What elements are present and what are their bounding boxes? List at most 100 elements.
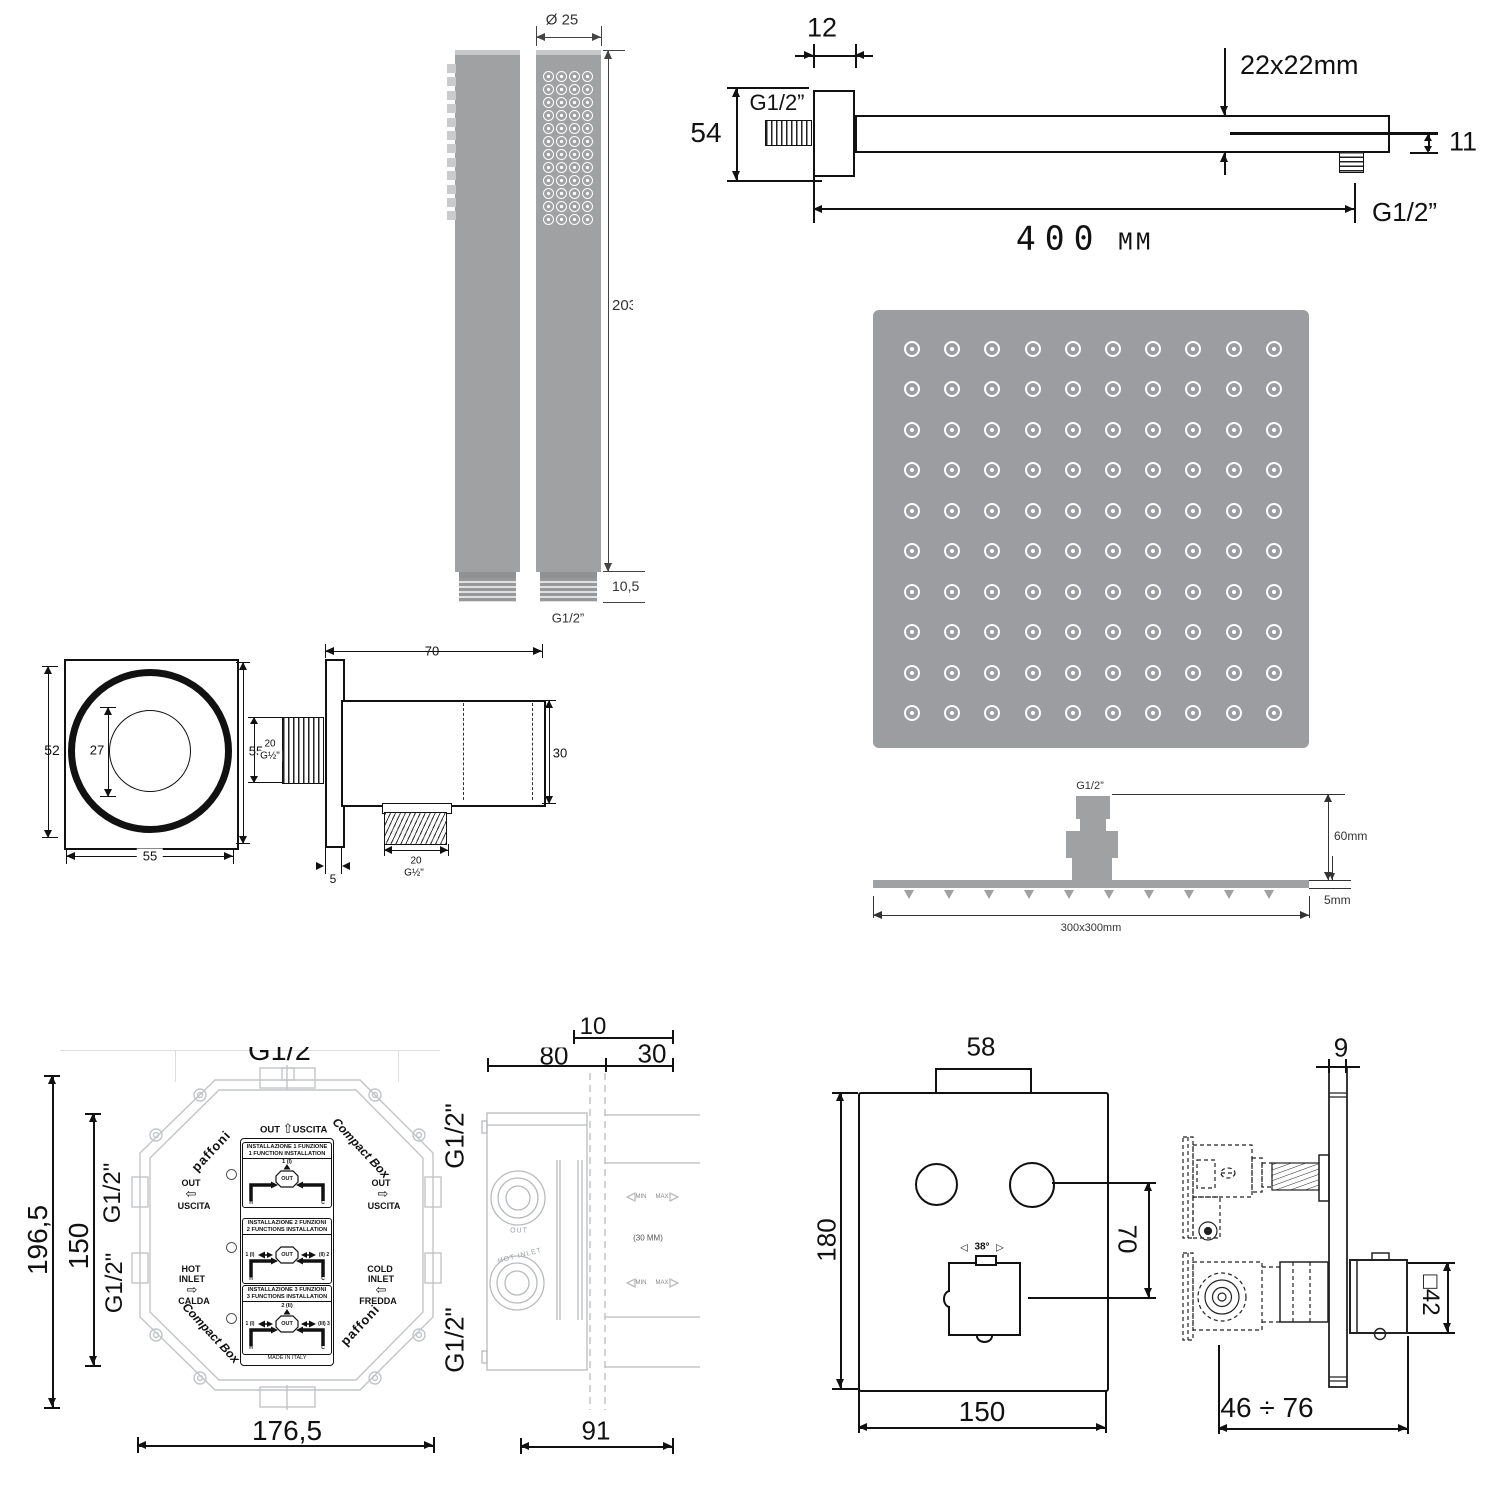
dim-arrow [48, 1398, 56, 1407]
dim-arrow [342, 862, 350, 870]
panel-3-c: C [321, 1345, 325, 1351]
arm-outlet-axis-line [1230, 132, 1438, 135]
hand-shower-nozzle [542, 161, 554, 173]
dim-arrow [1300, 911, 1309, 919]
hand-shower-nozzle [581, 200, 593, 212]
hand-shower-nozzle [555, 109, 567, 121]
hand-shower-button [447, 117, 456, 127]
sticker-screw [226, 1313, 237, 1324]
dim-arrow [1424, 134, 1432, 141]
dim-line [935, 1068, 1030, 1070]
cold-label-1: COLD [367, 1264, 393, 1274]
rain-head-nozzle [1145, 543, 1162, 560]
dim-arrow [604, 563, 612, 572]
rain-head-nozzle [984, 502, 1001, 519]
rain-head-nozzle [1024, 543, 1041, 560]
arm-wall-thread [765, 120, 812, 146]
panel-1-diagram [249, 1164, 325, 1201]
dim-valve-depth: 46 ÷ 76 [1220, 1392, 1314, 1423]
rain-head-side-nozzle [984, 890, 994, 899]
dim-line [608, 50, 609, 572]
dim-line [1224, 153, 1226, 175]
dim-arrow [1144, 1182, 1152, 1191]
dim-arrow [1220, 153, 1228, 162]
dim-tick [603, 50, 625, 51]
dim-ext [813, 177, 815, 223]
dim-line [1328, 794, 1329, 880]
dim-line [1218, 1428, 1407, 1430]
hand-shower-button [447, 211, 456, 221]
rain-head-nozzle [1105, 624, 1121, 641]
dim-side-80: 80 [539, 1040, 569, 1071]
dim-arrow [137, 1441, 146, 1449]
dim-line [48, 666, 49, 837]
left-uscita-label: USCITA [177, 1201, 211, 1211]
dim-arrow [545, 700, 553, 708]
rain-head-nozzle [1064, 705, 1081, 722]
dim-line [840, 1092, 842, 1388]
dim-arrow [250, 717, 258, 724]
arrow-right-icon: ⇨ [377, 1186, 389, 1201]
dim-arrow [325, 647, 334, 655]
rain-head-nozzle [984, 381, 1001, 398]
rain-head-nozzle [1024, 705, 1041, 722]
dim-tick [248, 782, 282, 783]
dim-arrow [858, 1423, 867, 1431]
rain-head-nozzle [1145, 421, 1162, 438]
rain-head-nozzle [1024, 462, 1041, 479]
dim-arrow [536, 33, 545, 41]
side-out-label: OUT [510, 1227, 528, 1235]
rain-head-nozzle [1105, 502, 1121, 519]
dim-line [1316, 1066, 1360, 1068]
dim-arm-length-unit: MM [1118, 229, 1155, 256]
rain-head-nozzle [1024, 421, 1041, 438]
rain-head-side-nozzle [1024, 890, 1034, 899]
dim-arrow [873, 911, 882, 919]
arrow-left-icon: ⇦ [185, 1186, 197, 1201]
rain-head-nozzle [984, 462, 1001, 479]
rain-head-nozzle [984, 624, 1001, 641]
hand-shower-nozzle [555, 96, 567, 108]
rain-head-nozzle [1105, 462, 1121, 479]
max-label: MAX [655, 1194, 669, 1200]
rain-head-nozzle [1225, 502, 1242, 519]
dim-line [254, 717, 255, 782]
rain-head-nozzle [984, 421, 1001, 438]
dim-line [325, 651, 542, 652]
hand-shower-nozzle [555, 122, 567, 134]
rain-head-nozzle [944, 381, 961, 398]
rain-head-nozzle [944, 462, 961, 479]
rain-head-nozzle [1185, 583, 1202, 600]
dim-hand-shower-length: 203 [612, 297, 633, 314]
hand-shower-nozzle [542, 70, 554, 82]
rain-head-side-nozzle [1144, 890, 1154, 899]
rain-head-nozzle [944, 341, 961, 357]
thread-right-top: G1/2" [439, 1103, 470, 1169]
dim-hand-shower-thread-len: 10,5 [612, 578, 640, 594]
dim-line [1148, 1182, 1150, 1297]
dim-arrow [1324, 794, 1332, 802]
dim-leader [1052, 1182, 1156, 1184]
knob-bump-left [943, 1290, 950, 1308]
arrow-left-icon: ⇦ [375, 1282, 387, 1297]
right-uscita-label: USCITA [367, 1201, 401, 1211]
hand-shower-nozzle [555, 174, 567, 186]
dim-arm-length-value: 400 [1015, 218, 1103, 258]
hand-shower-button [447, 77, 456, 87]
panel-2-title-en: 2 FUNCTIONS INSTALLATION [246, 1226, 328, 1233]
hot-label-2: INLET [179, 1274, 205, 1284]
dim-elbow-55b: 55 [136, 848, 164, 864]
rain-head-connector-1 [1076, 796, 1110, 819]
rain-head-nozzle [1185, 624, 1202, 641]
dim-tick [727, 87, 809, 89]
rain-head-nozzle [1185, 421, 1202, 438]
rain-head-nozzle [904, 543, 920, 560]
hand-shower-nozzle [568, 122, 580, 134]
dim-arrow [104, 789, 112, 797]
left-out-label: OUT [181, 1178, 201, 1188]
dim-ext [341, 846, 342, 874]
rain-head-nozzle [1145, 381, 1162, 398]
temperature-knob [948, 1262, 1021, 1336]
hand-shower-nozzle [542, 200, 554, 212]
dim-valve-9: 9 [1333, 1032, 1349, 1063]
